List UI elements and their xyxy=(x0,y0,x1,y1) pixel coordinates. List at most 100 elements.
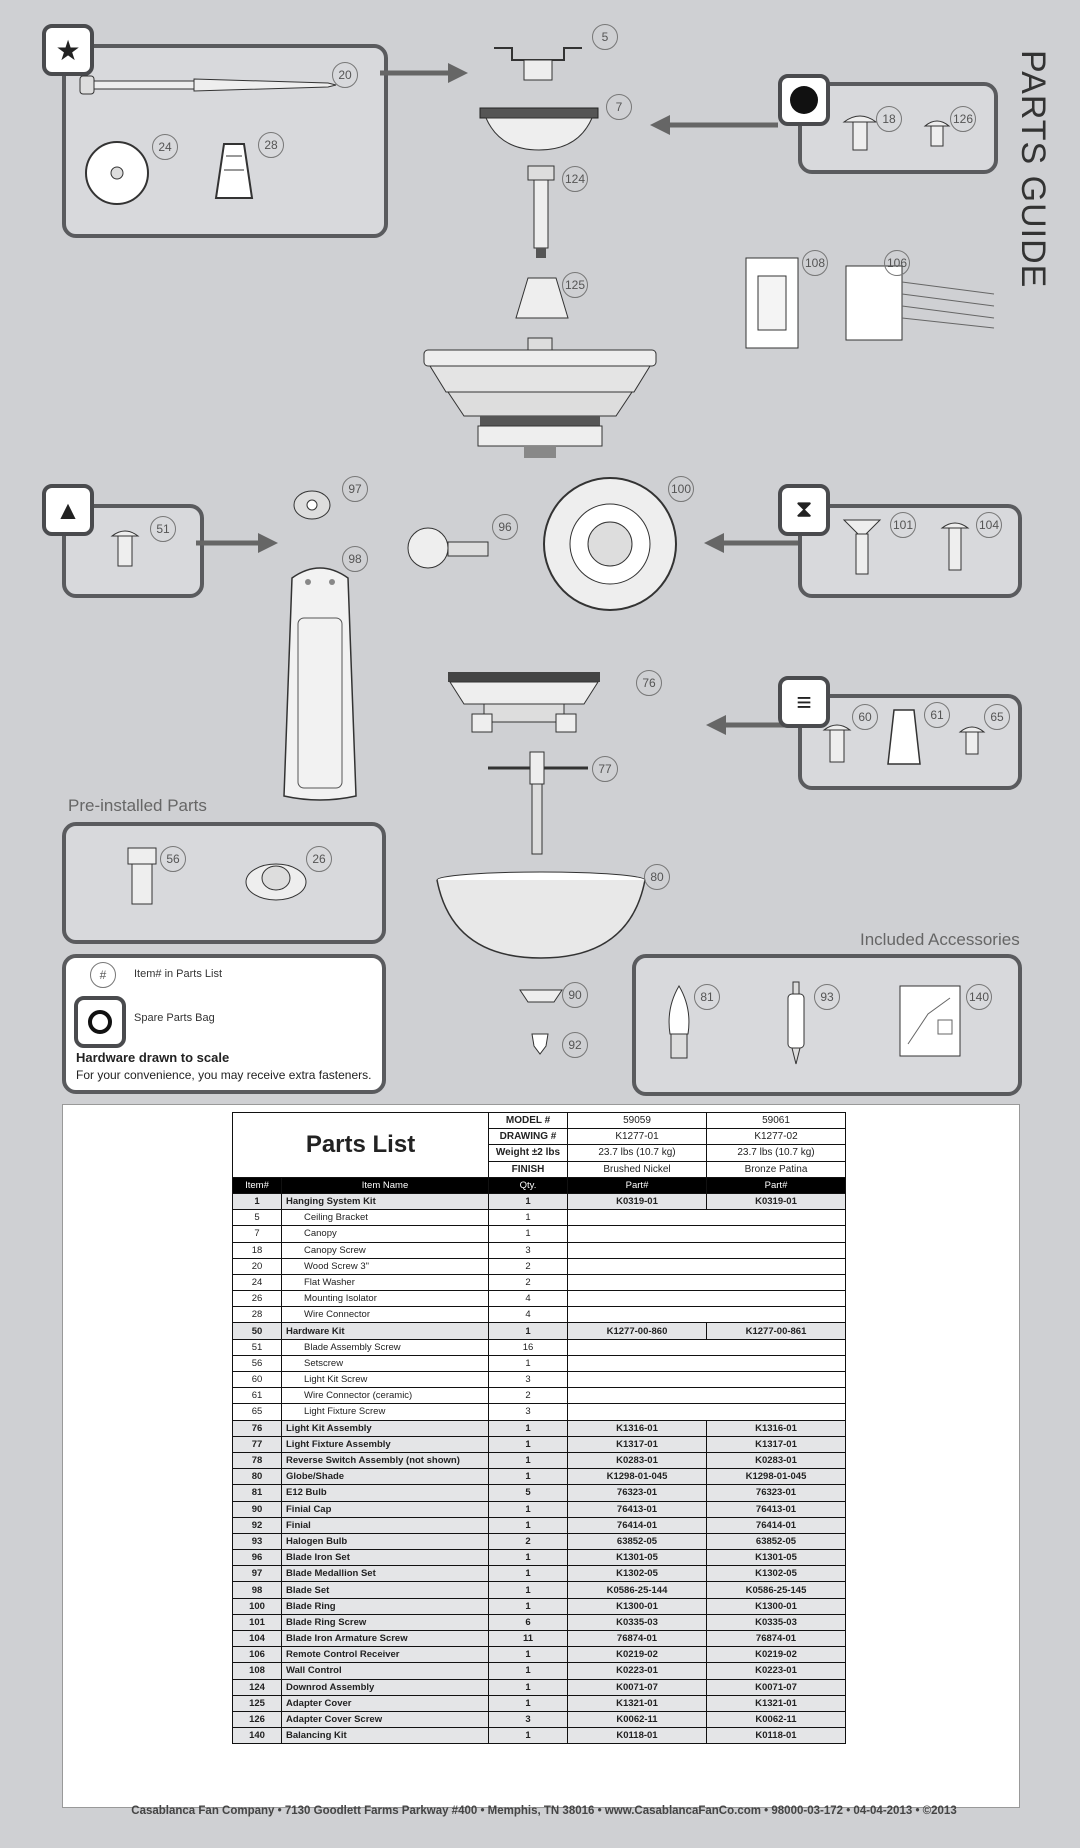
cell-qty: 1 xyxy=(488,1727,568,1745)
wire-connector-illustration xyxy=(214,143,254,199)
callout-77: 77 xyxy=(592,756,618,782)
cell-part-2: K1300-01 xyxy=(706,1597,846,1615)
callout-90: 90 xyxy=(562,982,588,1008)
cell-part-1: 76414-01 xyxy=(567,1516,707,1534)
cell-qty: 1 xyxy=(488,1694,568,1712)
cell-name: Ceiling Bracket xyxy=(281,1209,489,1227)
cell-item: 18 xyxy=(232,1241,282,1259)
cell-qty: 1 xyxy=(488,1565,568,1583)
cell-part-2: K0335-03 xyxy=(706,1613,846,1632)
cell-part-1: K0118-01 xyxy=(567,1727,707,1745)
cell-qty: 1 xyxy=(488,1597,568,1615)
cell-part xyxy=(567,1225,846,1243)
cell-name: Light Kit Screw xyxy=(281,1370,489,1389)
cell-qty: 5 xyxy=(488,1484,568,1502)
cell-part-2: K1321-01 xyxy=(706,1694,846,1712)
blade-medallion-illustration xyxy=(293,490,331,520)
cell-part xyxy=(567,1370,846,1389)
finish-1: Brushed Nickel xyxy=(567,1160,707,1178)
callout-26: 26 xyxy=(306,846,332,872)
cell-name: Light Fixture Assembly xyxy=(281,1435,489,1453)
cell-qty: 1 xyxy=(488,1419,568,1437)
cell-name: Wood Screw 3" xyxy=(281,1257,489,1275)
cell-part-1: K1316-01 xyxy=(567,1419,707,1437)
model-label: MODEL # xyxy=(488,1111,568,1130)
cell-name: Reverse Switch Assembly (not shown) xyxy=(281,1451,489,1470)
cell-part-2: 76413-01 xyxy=(706,1500,846,1518)
cell-name: Canopy Screw xyxy=(281,1241,489,1259)
callout-97: 97 xyxy=(342,476,368,502)
cell-name: Hardware Kit xyxy=(281,1322,489,1340)
cell-part-2: K1317-01 xyxy=(706,1435,846,1453)
col-name: Item Name xyxy=(281,1176,489,1194)
callout-24: 24 xyxy=(152,134,178,160)
downrod-illustration xyxy=(527,165,555,258)
cell-qty: 3 xyxy=(488,1710,568,1729)
cell-qty: 1 xyxy=(488,1646,568,1664)
cell-name: Blade Set xyxy=(281,1581,489,1599)
cell-item: 81 xyxy=(232,1484,282,1502)
cell-name: Wire Connector (ceramic) xyxy=(281,1387,489,1405)
cell-item: 106 xyxy=(232,1646,282,1664)
callout-93: 93 xyxy=(814,984,840,1010)
cell-part-1: 76874-01 xyxy=(567,1629,707,1648)
cell-part-2: K1301-05 xyxy=(706,1549,846,1567)
arrow-right-icon xyxy=(380,63,468,83)
blade-ring-screw-box xyxy=(798,504,1022,598)
cell-part-1: K0062-11 xyxy=(567,1710,707,1729)
cell-qty: 1 xyxy=(488,1662,568,1680)
cell-qty: 1 xyxy=(488,1516,568,1534)
callout-7: 7 xyxy=(606,94,632,120)
cell-qty: 1 xyxy=(488,1322,568,1340)
cell-part-1: 76413-01 xyxy=(567,1500,707,1518)
cell-part-1: K1298-01-045 xyxy=(567,1468,707,1486)
cell-name: Globe/Shade xyxy=(281,1468,489,1486)
cell-part-1: K0335-03 xyxy=(567,1613,707,1632)
cell-part-1: K0071-07 xyxy=(567,1678,707,1696)
cell-part-1: K1302-05 xyxy=(567,1565,707,1583)
scale-title: Hardware drawn to scale xyxy=(76,1050,230,1065)
cell-qty: 11 xyxy=(488,1629,568,1648)
cell-qty: 2 xyxy=(488,1387,568,1405)
cell-part-1: 76323-01 xyxy=(567,1484,707,1502)
cell-name: Blade Iron Armature Screw xyxy=(281,1629,489,1648)
arrow-left-icon xyxy=(704,533,798,553)
callout-61: 61 xyxy=(924,702,950,728)
footer: Casablanca Fan Company • 7130 Goodlett F… xyxy=(131,1805,957,1817)
finish-2: Bronze Patina xyxy=(706,1160,846,1178)
cell-part-2: K1277-00-861 xyxy=(706,1322,846,1340)
cell-part-1: K1300-01 xyxy=(567,1597,707,1615)
callout-108: 108 xyxy=(802,250,828,276)
cell-name: Balancing Kit xyxy=(281,1727,489,1745)
cell-name: Blade Medallion Set xyxy=(281,1565,489,1583)
cell-item: 51 xyxy=(232,1338,282,1356)
blade-iron-illustration xyxy=(407,527,489,569)
drawing-2: K1277-02 xyxy=(706,1128,846,1146)
cell-qty: 1 xyxy=(488,1435,568,1453)
canopy-screw-illustration xyxy=(842,115,878,151)
cell-qty: 4 xyxy=(488,1306,568,1324)
cell-name: Blade Iron Set xyxy=(281,1549,489,1567)
adapter-cover-illustration xyxy=(515,277,569,319)
mounting-isolator-illustration xyxy=(245,863,307,901)
cell-item: 125 xyxy=(232,1694,282,1712)
cell-name: Blade Assembly Screw xyxy=(281,1338,489,1356)
cell-qty: 1 xyxy=(488,1581,568,1599)
cell-part-1: K1277-00-860 xyxy=(567,1322,707,1340)
